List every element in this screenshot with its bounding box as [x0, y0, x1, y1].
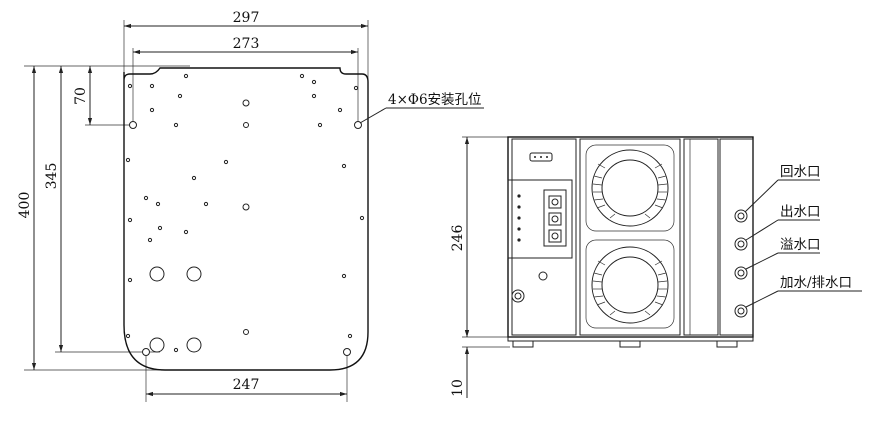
dim-345-label: 345 — [44, 163, 60, 190]
dim-10-label: 10 — [450, 379, 466, 397]
fan-housing — [579, 138, 681, 336]
dim-70-label: 70 — [73, 87, 89, 105]
front-view: 246 10 — [450, 136, 862, 398]
plate-hole — [242, 99, 250, 107]
dim-400-label: 400 — [17, 192, 33, 219]
unit-body — [507, 136, 754, 338]
mounting-holes-callout: 4×Φ6安装孔位 — [388, 92, 482, 108]
dim-297-label: 297 — [233, 10, 260, 26]
return-water-label: 回水口 — [780, 164, 821, 180]
serial-port — [529, 152, 553, 162]
plate-hole — [243, 122, 249, 128]
plate-hole-large — [186, 266, 202, 282]
dim-247-label: 247 — [233, 377, 260, 393]
base-plate-outline — [123, 67, 369, 371]
fan-icon — [591, 246, 669, 324]
plate-small-holes — [125, 73, 365, 353]
plate-hole-large — [149, 266, 165, 282]
plate-hole — [242, 203, 250, 211]
overflow-label: 溢水口 — [780, 237, 821, 253]
plate-hole-large — [149, 337, 165, 353]
fill-drain-label: 加水/排水口 — [780, 275, 852, 291]
unit-foot — [512, 340, 534, 348]
mounting-hole — [142, 348, 150, 356]
switch-block — [543, 189, 567, 247]
mounting-hole — [354, 121, 362, 129]
fan-icon — [591, 149, 669, 227]
dim-246-label: 246 — [450, 225, 466, 252]
outlet-water-label: 出水口 — [780, 204, 821, 220]
control-panel — [507, 179, 573, 259]
plate-hole — [243, 329, 249, 335]
dim-273-label: 273 — [233, 36, 260, 52]
indicator-light — [538, 271, 548, 281]
top-view: 297 273 400 345 70 247 — [17, 10, 484, 402]
plate-hole-large — [186, 337, 202, 353]
mounting-hole — [129, 121, 137, 129]
mounting-hole — [343, 348, 351, 356]
unit-foot — [716, 340, 738, 348]
unit-foot — [619, 340, 641, 348]
